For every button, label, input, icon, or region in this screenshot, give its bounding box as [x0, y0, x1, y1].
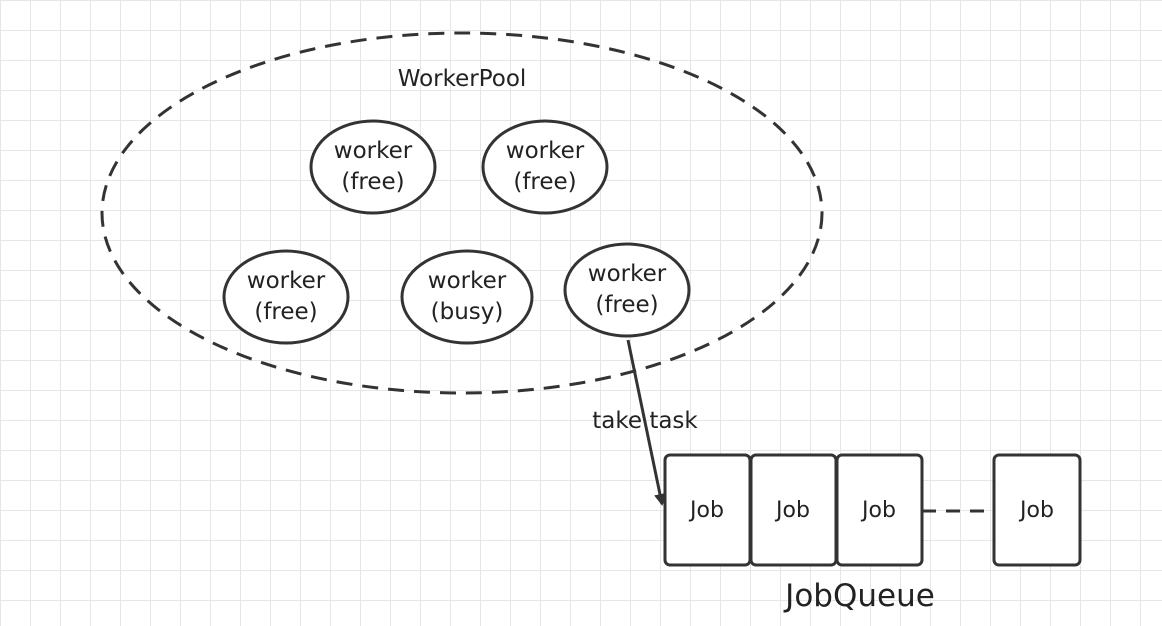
worker-pool-boundary [100, 31, 824, 395]
job-label-4: Job [1020, 498, 1054, 523]
job-label-2: Job [776, 498, 810, 523]
worker-node-3 [222, 249, 350, 345]
worker-name: worker [587, 261, 667, 287]
worker-label-4: worker (busy) [402, 266, 532, 328]
worker-name: worker [505, 138, 585, 164]
worker-node-1 [309, 119, 437, 215]
job-box-4 [992, 453, 1082, 567]
worker-label-2: worker (free) [480, 136, 610, 198]
worker-pool-title: WorkerPool [397, 66, 527, 92]
take-task-label: take task [592, 408, 698, 434]
worker-name: worker [246, 268, 326, 294]
worker-name: worker [427, 268, 507, 294]
job-label-1: Job [690, 498, 724, 523]
take-task-arrow [626, 339, 666, 506]
job-label-3: Job [862, 498, 896, 523]
worker-state: (free) [595, 292, 659, 318]
worker-node-2 [481, 119, 609, 215]
worker-node-5 [563, 242, 691, 338]
worker-name: worker [333, 138, 413, 164]
worker-node-4 [400, 249, 534, 345]
worker-state: (free) [513, 169, 577, 195]
worker-state: (free) [341, 169, 405, 195]
worker-label-3: worker (free) [221, 266, 351, 328]
worker-label-1: worker (free) [308, 136, 438, 198]
worker-label-5: worker (free) [562, 259, 692, 321]
job-queue-title: JobQueue [785, 578, 935, 614]
worker-state: (busy) [430, 299, 504, 325]
worker-state: (free) [254, 299, 318, 325]
